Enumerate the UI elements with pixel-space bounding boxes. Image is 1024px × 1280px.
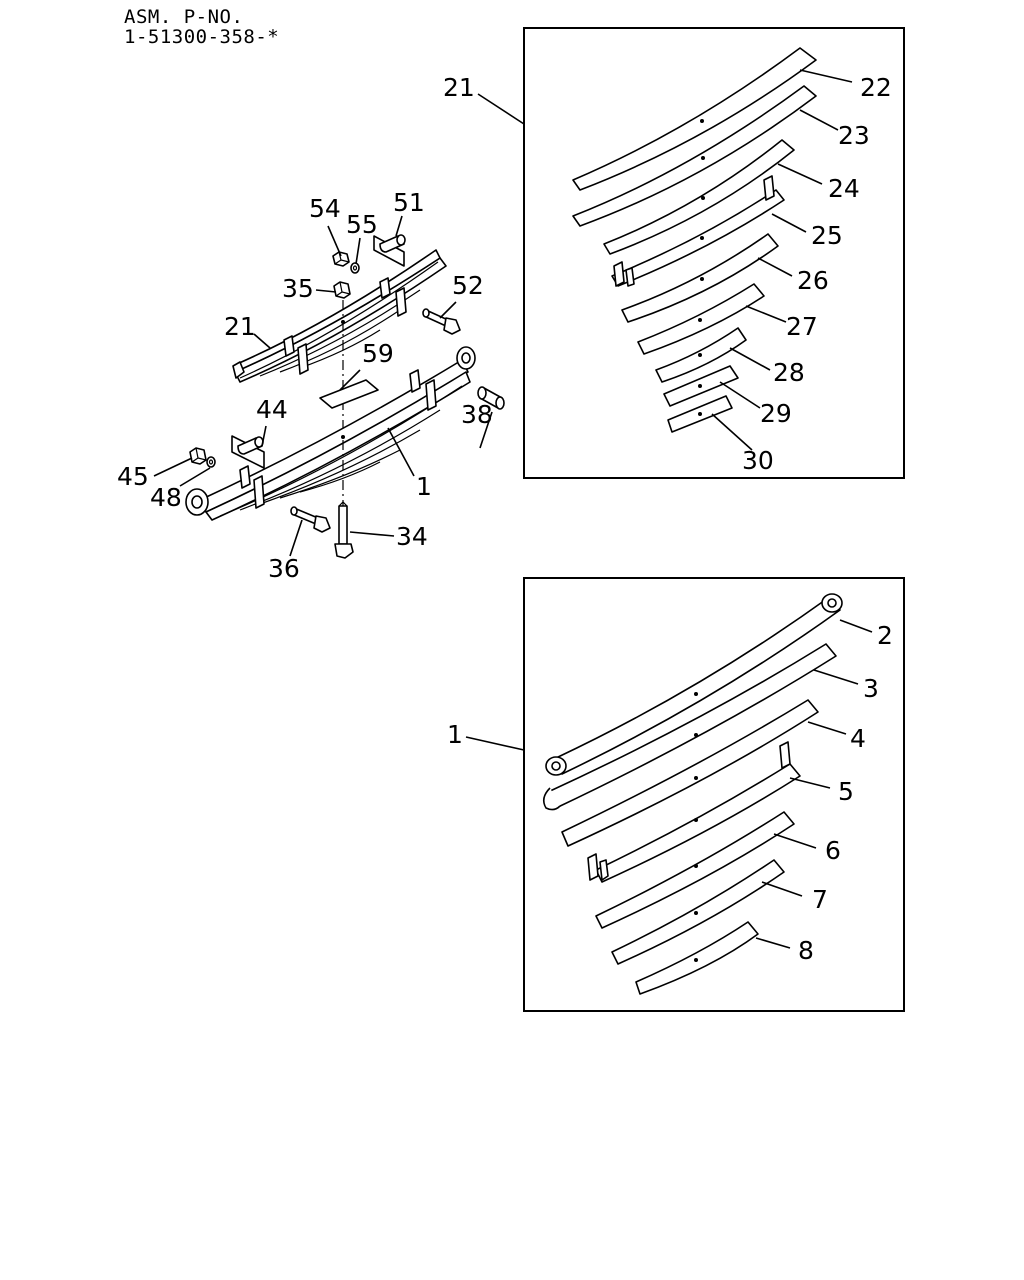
callout-21-frame: 21 bbox=[443, 73, 475, 102]
part-51-bushing bbox=[373, 234, 406, 267]
callout-28: 28 bbox=[773, 358, 805, 387]
callout-6: 6 bbox=[825, 836, 841, 865]
callout-36: 36 bbox=[268, 554, 300, 583]
callout-26: 26 bbox=[797, 266, 829, 295]
callout-22: 22 bbox=[860, 73, 892, 102]
leaf-25 bbox=[611, 175, 785, 287]
callout-59: 59 bbox=[362, 339, 394, 368]
callout-52: 52 bbox=[452, 271, 484, 300]
leaf-27 bbox=[637, 283, 765, 355]
leaf-3 bbox=[542, 643, 837, 811]
leaf-6 bbox=[595, 811, 795, 929]
callout-labels: 21 22 23 24 25 26 27 28 29 30 1 2 3 4 5 … bbox=[117, 73, 893, 965]
callout-23: 23 bbox=[838, 121, 870, 150]
leaf-30 bbox=[667, 395, 733, 433]
callout-44: 44 bbox=[256, 395, 288, 424]
part-52-bolt bbox=[422, 308, 461, 335]
leaf-22 bbox=[572, 47, 817, 191]
callout-8: 8 bbox=[798, 936, 814, 965]
callout-21-left: 21 bbox=[224, 312, 256, 341]
callout-24: 24 bbox=[828, 174, 860, 203]
assembly-part-number-label: ASM. P-NO. bbox=[124, 6, 244, 28]
callout-48: 48 bbox=[150, 483, 182, 512]
callout-7: 7 bbox=[812, 885, 828, 914]
leaf-7 bbox=[611, 859, 785, 965]
frame-auxiliary-spring-leaves bbox=[523, 27, 905, 479]
callout-55: 55 bbox=[346, 210, 378, 239]
callout-29: 29 bbox=[760, 399, 792, 428]
part-55-washer bbox=[350, 262, 360, 274]
callout-30: 30 bbox=[742, 446, 774, 475]
leaf-5 bbox=[587, 741, 801, 883]
callout-35: 35 bbox=[282, 274, 314, 303]
callout-38: 38 bbox=[461, 400, 493, 429]
callout-25: 25 bbox=[811, 221, 843, 250]
leaf-23 bbox=[572, 85, 817, 227]
part-45-nut bbox=[189, 447, 207, 465]
part-48-washer bbox=[206, 456, 216, 468]
callout-27: 27 bbox=[786, 312, 818, 341]
leaf-8 bbox=[635, 921, 759, 995]
callout-3: 3 bbox=[863, 674, 879, 703]
part-36-bolt bbox=[290, 506, 331, 533]
part-54-nut bbox=[332, 251, 350, 267]
assembly-part-number-value: 1-51300-358-* bbox=[124, 26, 280, 48]
callout-4: 4 bbox=[850, 724, 866, 753]
part-35-nut bbox=[333, 281, 351, 299]
callout-45: 45 bbox=[117, 462, 149, 491]
leaf-24 bbox=[603, 139, 795, 255]
callout-2: 2 bbox=[877, 621, 893, 650]
callout-51: 51 bbox=[393, 188, 425, 217]
leaf-28 bbox=[655, 327, 747, 383]
main-spring-assembly-1 bbox=[185, 346, 476, 521]
callout-54: 54 bbox=[309, 194, 341, 223]
leaf-2 bbox=[545, 593, 843, 776]
callout-1-left: 1 bbox=[416, 472, 432, 501]
part-59-plate bbox=[319, 379, 379, 409]
frame-main-spring-leaves bbox=[523, 577, 905, 1012]
callout-34: 34 bbox=[396, 522, 428, 551]
part-44-bushing bbox=[231, 435, 265, 469]
auxiliary-spring-assembly-21 bbox=[232, 249, 447, 440]
leaf-26 bbox=[621, 233, 779, 323]
part-34-center-bolt bbox=[334, 501, 354, 559]
callout-5: 5 bbox=[838, 777, 854, 806]
leaf-4 bbox=[561, 699, 819, 847]
leader-lines bbox=[153, 69, 873, 949]
part-38-bushing bbox=[477, 386, 505, 410]
leaf-29 bbox=[663, 365, 739, 407]
callout-1-frame: 1 bbox=[447, 720, 463, 749]
